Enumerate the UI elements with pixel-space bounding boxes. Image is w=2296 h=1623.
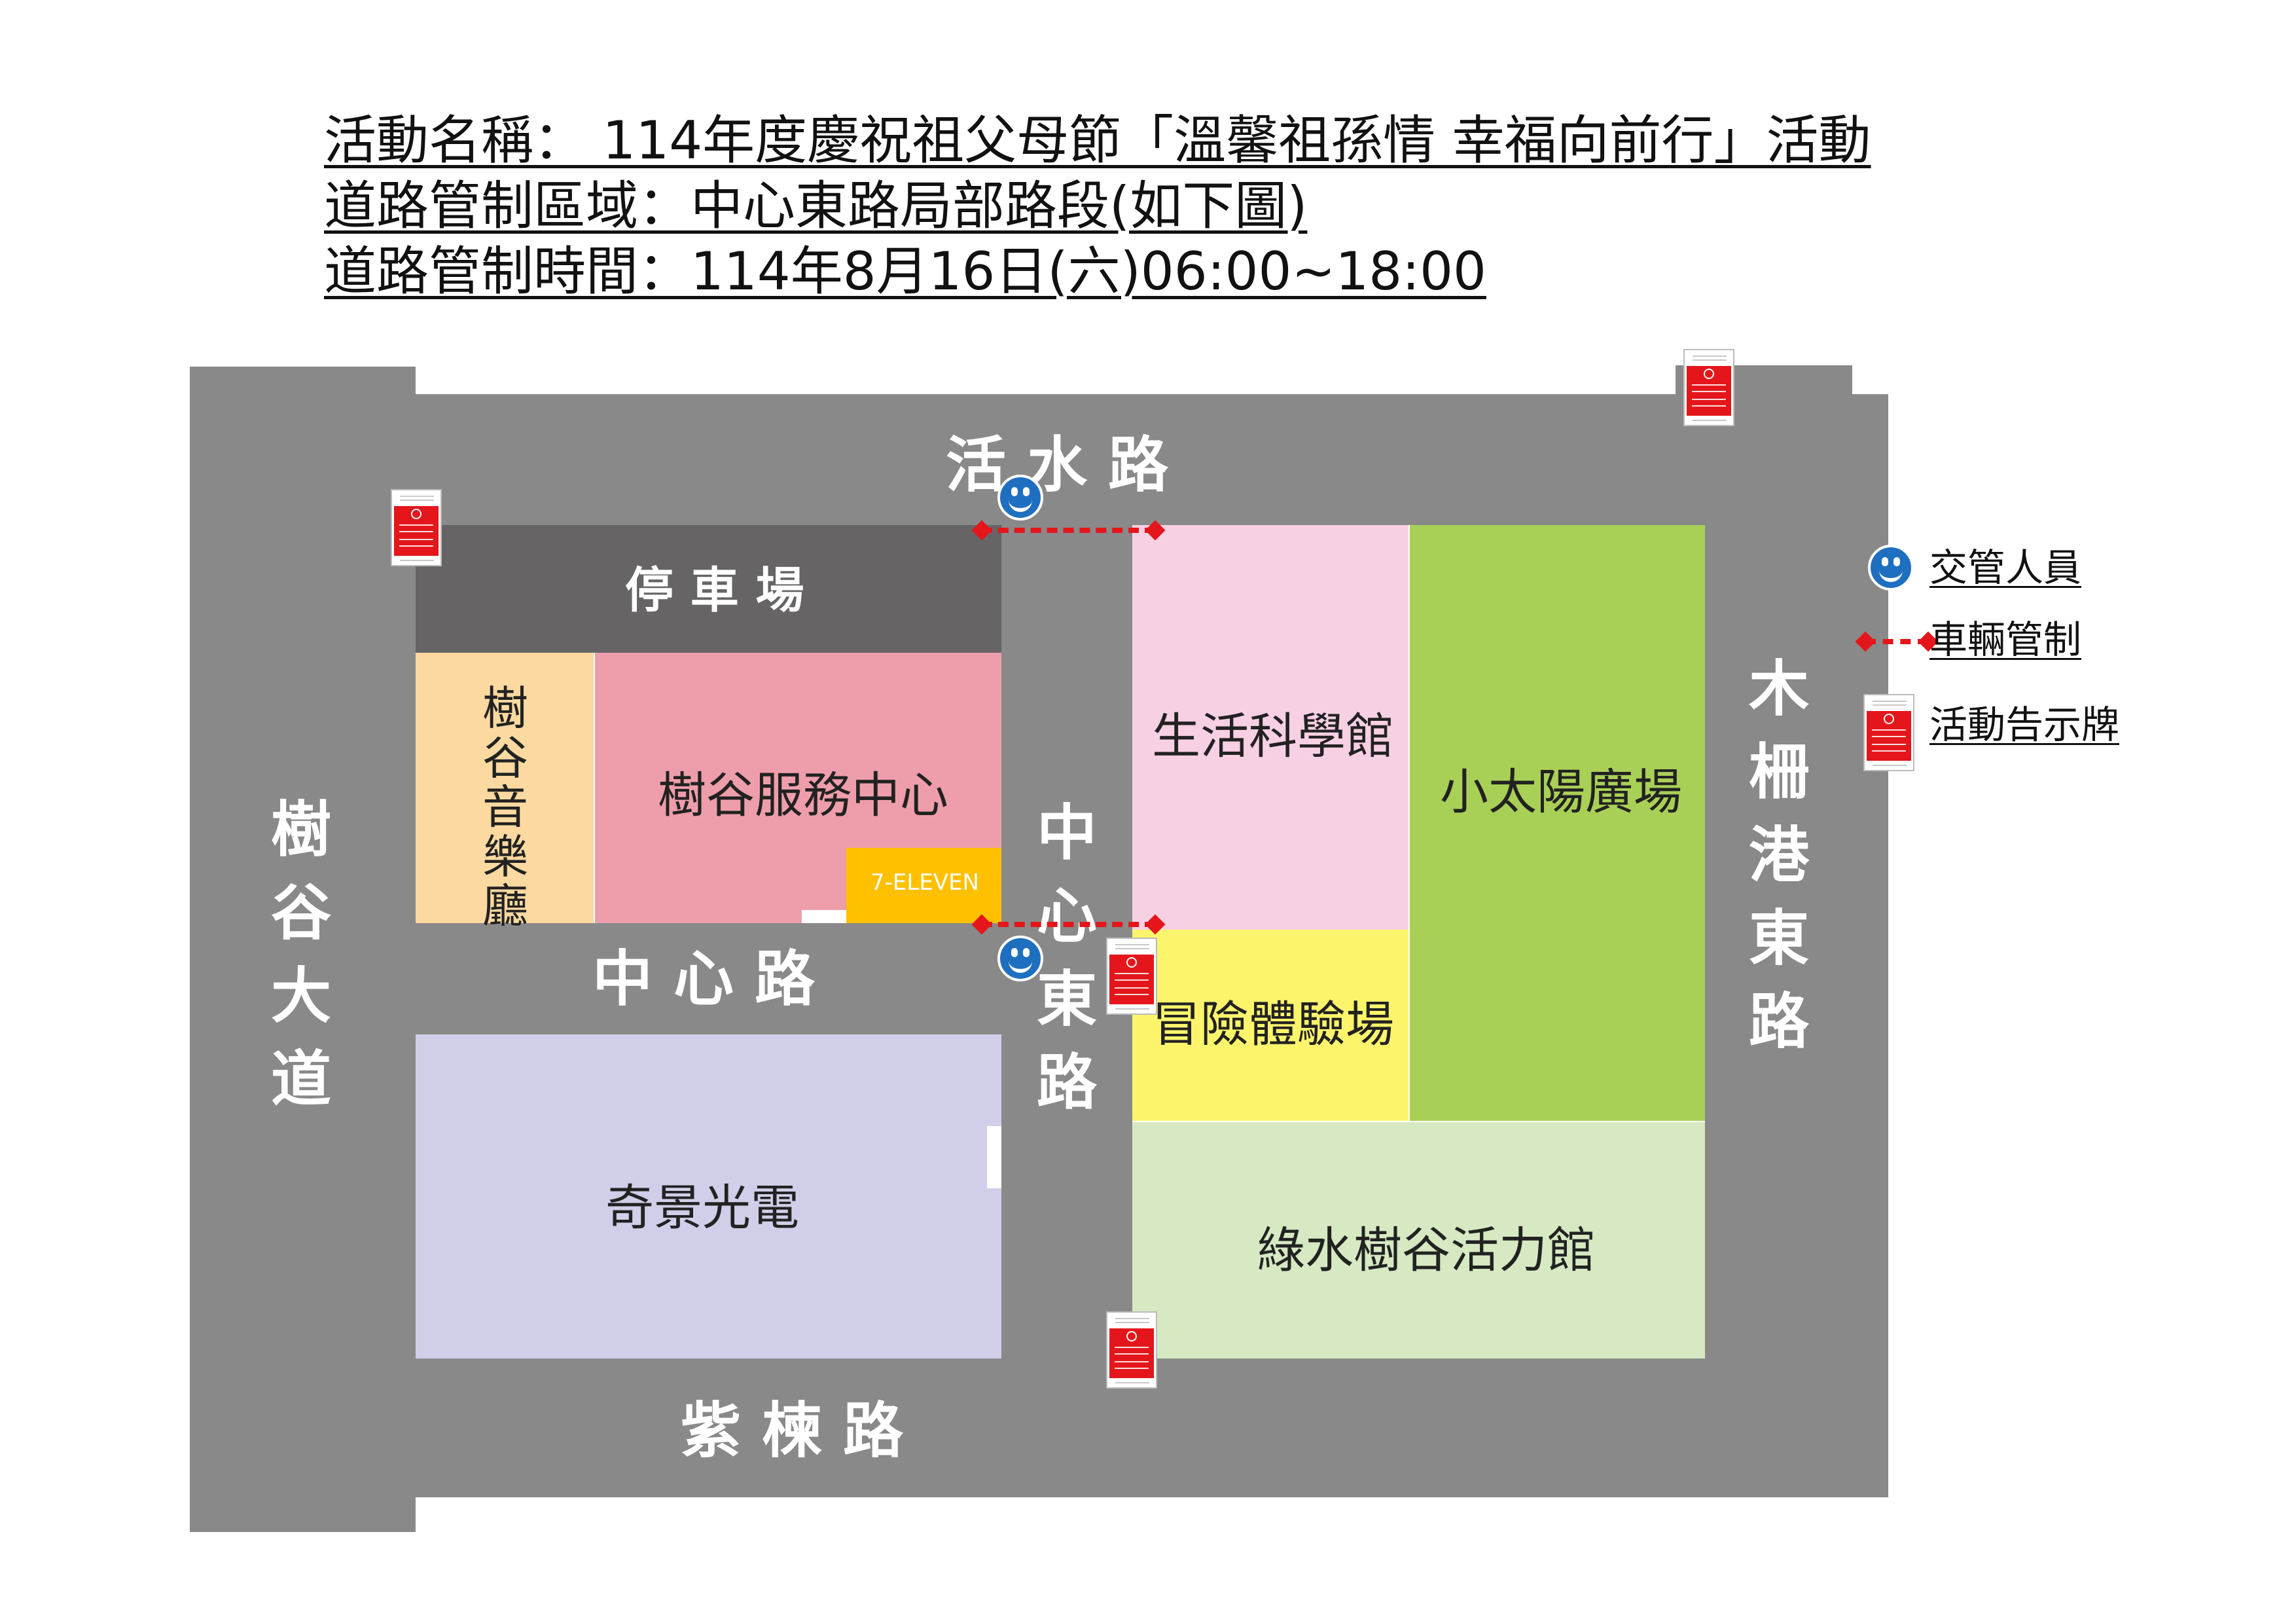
science-museum-block [1132, 525, 1408, 930]
plaza-label: 小太陽廣場 [1440, 764, 1682, 820]
activity-sign-icon [1106, 1311, 1157, 1389]
plaza-block [1410, 525, 1705, 1121]
event-name: 活動名稱： 114年度慶祝祖父母節「溫馨祖孫情 幸福向前行」活動 [324, 110, 1871, 171]
activity-sign-icon [1683, 349, 1734, 426]
road-label-left: 樹谷大道 [270, 795, 331, 1114]
science-museum-label: 生活科學館 [1152, 708, 1394, 765]
legend-sign-label: 活動告示牌 [1929, 702, 2120, 747]
legend [1846, 537, 2212, 786]
activity-sign-icon [391, 489, 442, 566]
entrance-notch [802, 910, 846, 923]
service-center-label: 樹谷服務中心 [658, 767, 948, 824]
legend-control-label: 車輛管制 [1929, 617, 2082, 662]
control-time: 道路管制時間：114年8月16日(六)06:00~18:00 [324, 241, 1486, 302]
music-hall-label: 樹谷音樂廳 [482, 682, 528, 934]
optics-label: 奇景光電 [605, 1180, 799, 1236]
activity-sign-icon [1106, 938, 1157, 1015]
vehicle-control-line-icon [1865, 639, 1928, 644]
control-end-left [1855, 631, 1876, 652]
vehicle-control-line-icon [982, 528, 1155, 533]
parking-lot [416, 525, 1001, 653]
road-label-middle-h: 中 心 路 [592, 944, 816, 1014]
control-area: 道路管制區域：中心東路局部路段(如下圖) [324, 175, 1308, 236]
officer-smiley-icon [997, 475, 1043, 520]
road-middle-h [190, 923, 1132, 1034]
seven-eleven [846, 848, 1001, 923]
optics-block [416, 1034, 1001, 1359]
activity-sign-icon [1863, 694, 1914, 771]
vitality-hall-block [1132, 1122, 1705, 1359]
entrance-notch [987, 1126, 1001, 1188]
seven-eleven-label: 7-ELEVEN [870, 869, 979, 896]
adventure-block [1132, 930, 1408, 1121]
adventure-label: 冒險體驗場 [1152, 996, 1394, 1053]
road-label-right: 木柵港東路 [1748, 654, 1809, 1057]
road-label-top: 活 水 路 [946, 430, 1169, 500]
vitality-hall-label: 綠水樹谷活力館 [1257, 1222, 1596, 1279]
legend-officer-label: 交管人員 [1929, 545, 2082, 590]
vehicle-control-line-icon [982, 922, 1155, 927]
officer-smiley-icon [1868, 545, 1914, 591]
music-hall [416, 653, 594, 923]
road-label-bottom: 紫 楝 路 [681, 1396, 904, 1466]
officer-smiley-icon [997, 936, 1043, 981]
road-right [1705, 394, 1888, 1497]
road-label-middle-v: 中心東路 [1036, 798, 1097, 1118]
parking-label: 停 車 場 [625, 562, 804, 619]
